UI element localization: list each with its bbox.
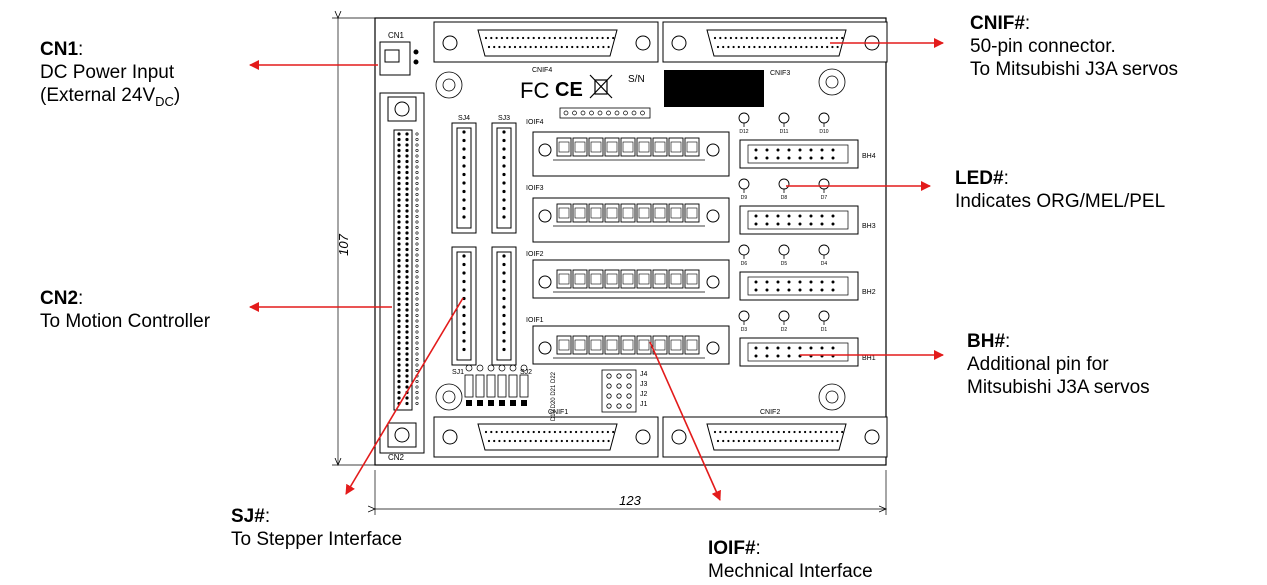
- svg-text:D11: D11: [780, 129, 789, 135]
- height-dimension: [332, 18, 375, 465]
- sj2-board-label: SJ2: [520, 369, 532, 376]
- j-jumper-block: [601, 369, 637, 413]
- cn2-board-label: CN2: [388, 453, 405, 462]
- svg-text:D5: D5: [781, 261, 788, 267]
- j3-board-label: J3: [640, 381, 648, 388]
- svg-text:D4: D4: [821, 261, 828, 267]
- ioif-title: IOIF#: [708, 538, 756, 559]
- callout-arrows: [249, 38, 944, 501]
- svg-text:D7: D7: [821, 195, 828, 201]
- sj-callout: SJ#: To Stepper Interface: [231, 506, 403, 550]
- svg-text:D6: D6: [741, 261, 748, 267]
- svg-text:D2: D2: [781, 327, 788, 333]
- sj4-board-label: SJ4: [458, 115, 470, 122]
- cnif-desc-line1: 50-pin connector.: [970, 36, 1116, 57]
- ioif2-board-label: IOIF2: [526, 251, 544, 258]
- bh-callout: BH#: Additional pin for Mitsubishi J3A s…: [967, 331, 1150, 398]
- svg-text:D12: D12: [739, 129, 748, 135]
- ioif1-board-label: IOIF1: [526, 317, 544, 324]
- bh-title: BH#: [967, 331, 1006, 352]
- j1-board-label: J1: [640, 401, 648, 408]
- cn1-desc-line2: (External 24VDC): [40, 85, 181, 109]
- cnif4-connector: [433, 21, 659, 63]
- jumper-switches: [464, 364, 529, 406]
- sj3-connector: [491, 122, 517, 234]
- diode-labels: D19 D20 D21 D22: [551, 371, 557, 421]
- cnif-callout: CNIF#: 50-pin connector. To Mitsubishi J…: [970, 13, 1179, 80]
- ce-logo: CE: [555, 79, 583, 101]
- cnif3-board-label: CNIF3: [770, 70, 790, 77]
- bh-desc-line1: Additional pin for: [967, 354, 1109, 375]
- svg-text:D3: D3: [741, 327, 748, 333]
- cn1-callout: CN1: DC Power Input (External 24VDC): [40, 38, 180, 113]
- cn2-title: CN2: [40, 288, 79, 309]
- ioif-callout: IOIF#: Mechnical Interface: [708, 538, 873, 582]
- fc-logo: FC: [520, 78, 549, 103]
- cnif4-board-label: CNIF4: [532, 67, 552, 74]
- dsub-pins: [484, 36, 844, 443]
- cnif-title: CNIF#: [970, 13, 1025, 34]
- mounting-holes: [435, 68, 846, 411]
- svg-text:D9: D9: [741, 195, 748, 201]
- cn1-board-label: CN1: [388, 31, 405, 40]
- cnif2-connector: [662, 416, 888, 458]
- bh3-board-label: BH3: [862, 223, 876, 230]
- sj1-board-label: SJ1: [452, 369, 464, 376]
- sj-desc-line1: To Stepper Interface: [231, 529, 403, 550]
- cn2-desc-line1: To Motion Controller: [40, 311, 211, 332]
- sn-label: S/N: [628, 74, 645, 85]
- cnif2-board-label: CNIF2: [760, 409, 780, 416]
- cn2-callout: CN2: To Motion Controller: [40, 288, 211, 332]
- cn1-title: CN1: [40, 39, 79, 60]
- height-dimension-label: 107: [336, 233, 351, 255]
- cnif1-connector: [433, 416, 659, 458]
- j2-board-label: J2: [640, 391, 648, 398]
- top-pin-header: [559, 107, 651, 119]
- width-dimension: [375, 470, 886, 515]
- led-callout: LED#: Indicates ORG/MEL/PEL: [955, 168, 1166, 212]
- sj-arrow: [345, 297, 464, 495]
- cnif1-board-label: CNIF1: [548, 409, 568, 416]
- ioif3-board-label: IOIF3: [526, 185, 544, 192]
- bh-headers: [739, 139, 859, 367]
- serial-number-plate: [664, 70, 764, 107]
- width-dimension-label: 123: [619, 493, 641, 508]
- bh2-board-label: BH2: [862, 289, 876, 296]
- svg-text:D10: D10: [819, 129, 828, 135]
- led-title: LED#: [955, 168, 1004, 189]
- sj-title: SJ#: [231, 506, 265, 527]
- bh4-board-label: BH4: [862, 153, 876, 160]
- weee-icon: [589, 74, 613, 99]
- cn1-connector: [379, 41, 419, 76]
- svg-text:D1: D1: [821, 327, 828, 333]
- bh-desc-line2: Mitsubishi J3A servos: [967, 377, 1150, 398]
- ioif-desc-line1: Mechnical Interface: [708, 561, 873, 582]
- ioif-arrow: [649, 341, 721, 501]
- ioif4-board-label: IOIF4: [526, 119, 544, 126]
- led-desc-line1: Indicates ORG/MEL/PEL: [955, 191, 1166, 212]
- cnif-desc-line2: To Mitsubishi J3A servos: [970, 59, 1179, 80]
- bh1-board-label: BH1: [862, 355, 876, 362]
- cn1-desc-line1: DC Power Input: [40, 62, 175, 83]
- ioif-blocks: [532, 131, 730, 365]
- sj3-board-label: SJ3: [498, 115, 510, 122]
- svg-text:D8: D8: [781, 195, 788, 201]
- j4-board-label: J4: [640, 371, 648, 378]
- cnif3-connector: [662, 21, 888, 63]
